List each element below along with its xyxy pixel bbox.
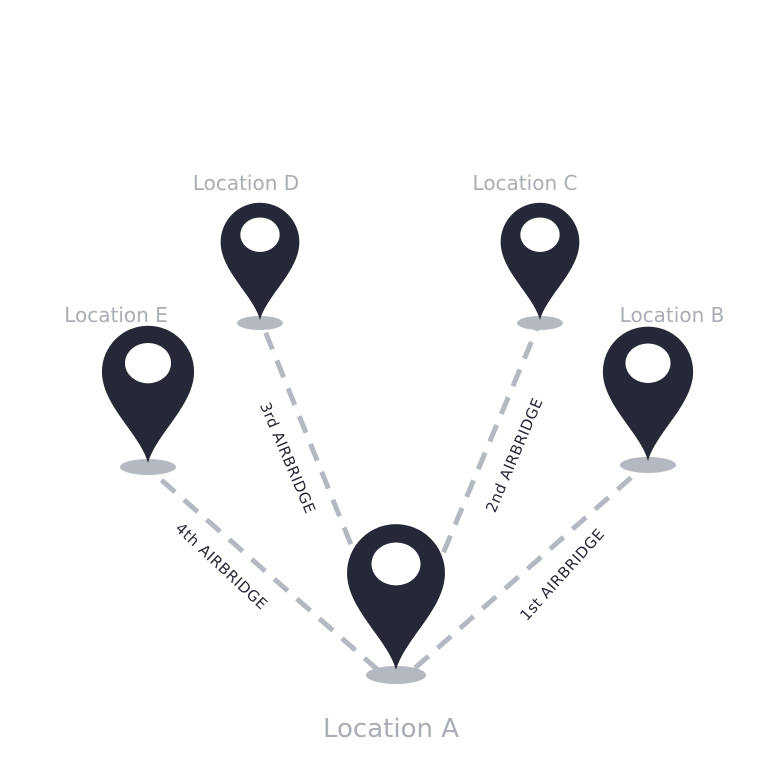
pin-shadow — [620, 457, 676, 473]
route-label-second: 2nd AIRBRIDGE — [482, 395, 547, 515]
pin-location-b — [602, 326, 694, 473]
location-d-label: Location D — [193, 171, 299, 195]
pin-location-d — [220, 202, 300, 330]
map-pin-icon — [500, 202, 580, 320]
route-line-fourth — [148, 468, 380, 672]
route-line-third — [260, 325, 365, 573]
location-a-label: Location A — [323, 714, 459, 744]
pin-location-c — [500, 202, 580, 330]
pin-shadow — [237, 316, 283, 330]
location-b-label: Location B — [620, 303, 725, 327]
pin-shadow — [120, 459, 176, 475]
route-label-third: 3rd AIRBRIDGE — [256, 400, 319, 517]
pin-location-e — [101, 325, 195, 475]
location-c-label: Location C — [473, 171, 578, 195]
pin-location-a — [347, 524, 445, 684]
map-pin-icon — [347, 524, 445, 670]
map-pin-icon — [602, 326, 694, 461]
route-line-first — [413, 466, 644, 670]
map-pin-icon — [101, 325, 195, 463]
map-pin-icon — [220, 202, 300, 320]
location-e-label: Location E — [64, 303, 168, 327]
pin-shadow — [517, 316, 563, 330]
pin-shadow — [366, 666, 426, 684]
route-line-second — [429, 325, 541, 581]
